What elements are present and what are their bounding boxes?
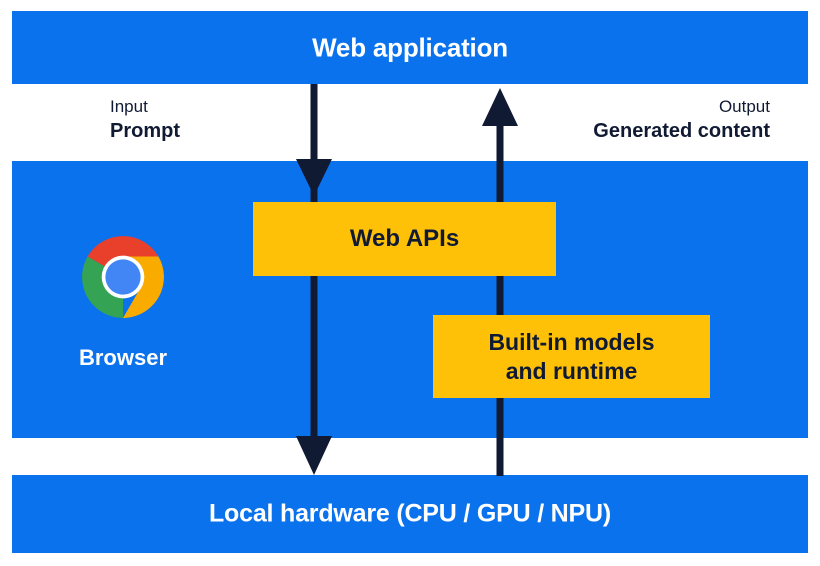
input-value-label: Prompt — [110, 119, 180, 142]
builtin-models-label: Built-in models and runtime — [488, 328, 655, 384]
output-value-label: Generated content — [593, 119, 770, 142]
local-hardware-label: Local hardware (CPU / GPU / NPU) — [208, 499, 611, 528]
local-hardware-band: Local hardware (CPU / GPU / NPU) — [12, 475, 808, 553]
browser-label: Browser — [78, 345, 168, 370]
input-kind-label: Input — [110, 97, 148, 116]
web-application-band: Web application — [12, 11, 808, 84]
output-kind-label: Output — [718, 97, 770, 116]
web-apis-box[interactable]: Web APIs — [253, 202, 556, 276]
builtin-models-box[interactable]: Built-in models and runtime — [433, 315, 710, 398]
arrow-up-icon — [482, 88, 518, 476]
chrome-logo-icon — [82, 236, 164, 318]
output-flow-label: Output Generated content — [593, 97, 770, 143]
web-application-label: Web application — [312, 32, 508, 62]
arrow-down-icon — [296, 84, 332, 475]
input-flow-label: Input Prompt — [110, 97, 180, 143]
web-apis-label: Web APIs — [349, 225, 460, 252]
